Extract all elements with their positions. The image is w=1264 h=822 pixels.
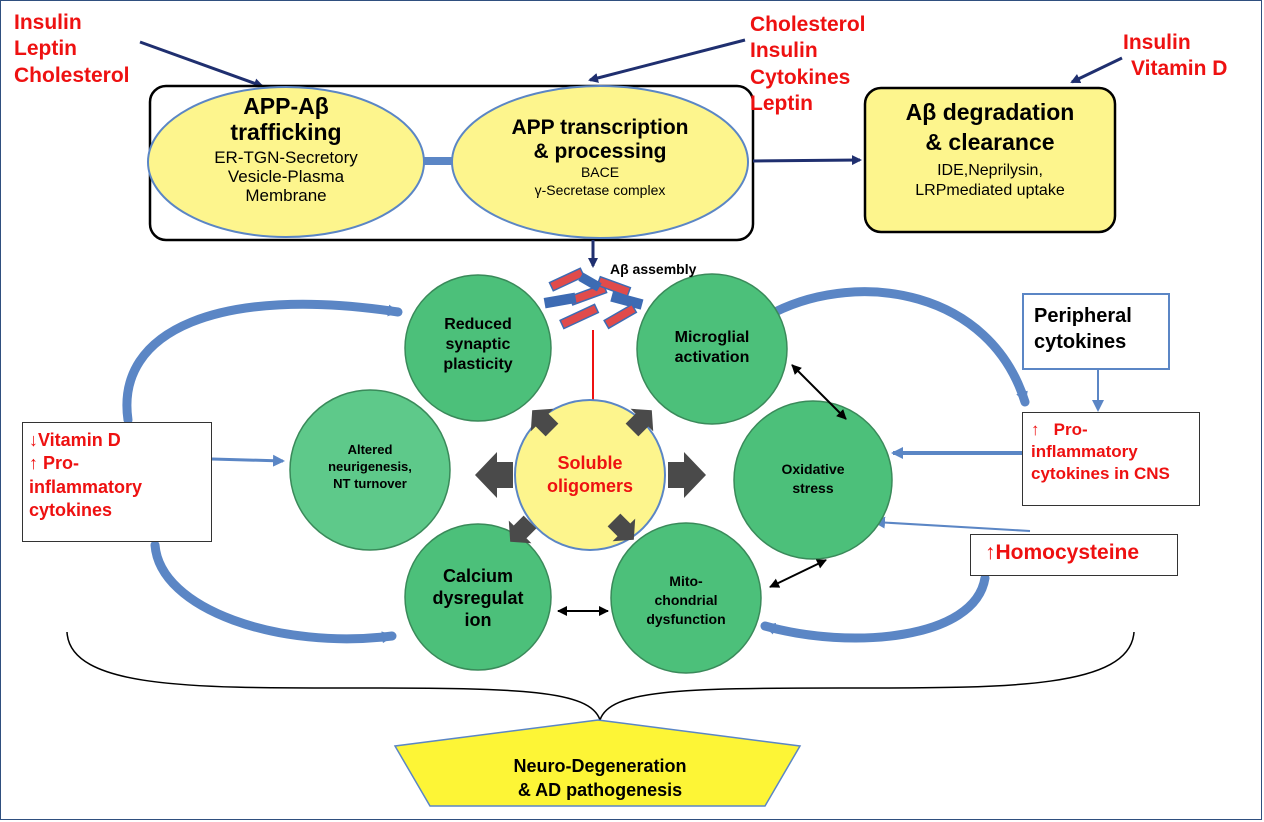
regulators-top-middle: Cholesterol Insulin Cytokines Leptin [750,13,866,116]
microglial-label: Microglial activation [674,329,750,366]
circle-neurogenesis [289,389,451,551]
regulators-top-left: Insulin Leptin Cholesterol [14,11,130,87]
calcium-label: Calcium dysregulat ion [432,566,524,630]
arrow-left-box-to-neurogenesis [211,454,285,467]
outcome-label: Neuro-Degeneration & AD pathogenesis [513,756,687,801]
curve-arrow-right-top [770,287,1030,407]
clearance-label: Aβ degradation & clearance IDE,Neprilysi… [905,99,1075,200]
oligomers-label: Soluble oligomers [546,453,634,497]
regulators-top-right: Insulin Vitamin D [1123,31,1228,81]
arrow-regulator-right [1070,56,1123,84]
trafficking-label: APP-Aβ trafficking ER-TGN-Secretory Vesi… [214,93,358,205]
curve-arrow-left-top [122,299,403,425]
double-arrow-oxidative-mito [769,559,827,588]
curve-arrow-right-bottom [760,573,990,643]
neurogenesis-label: Altered neurigenesis, NT turnover [328,442,412,491]
homocysteine-box: ↑Homocysteine [970,534,1178,576]
peripheral-cytokines-box: Peripheral cytokines [1022,293,1170,370]
oxidative-label: Oxidative stress [781,461,845,496]
cns-cytokines-box: ↑ Pro- inflammatory cytokines in CNS [1022,412,1200,506]
ellipse-trafficking [147,86,425,238]
outcome-pentagon [393,719,802,807]
convergence-brace [66,631,1135,723]
clearance-box [863,86,1117,234]
abeta-assembly-icon [543,267,644,330]
vitamin-d-box: ↓Vitamin D ↑ Pro- inflammatory cytokines [22,422,212,542]
curve-arrow-left-bottom [150,540,397,644]
ellipse-connector [422,157,460,165]
abeta-assembly-label: Aβ assembly [610,261,697,277]
circle-synaptic [404,274,552,422]
circle-microglial [636,273,788,425]
gray-arrows [475,408,706,544]
circle-mito [610,522,762,674]
arrow-to-clearance [752,155,862,166]
circle-calcium [404,523,552,671]
double-arrow-microglial-oxidative [791,364,847,420]
ellipse-processing [451,85,749,239]
arrow-regulator-middle [588,38,746,83]
circle-oligomers [514,399,666,551]
processing-label: APP transcription & processing BACE γ-Se… [511,116,689,198]
arrow-homocysteine-to-oxidative [873,516,1031,532]
mito-label: Mito- chondrial dysfunction [646,573,726,627]
synaptic-label: Reduced synaptic plasticity [443,316,513,373]
arrow-regulator-left [139,40,264,88]
